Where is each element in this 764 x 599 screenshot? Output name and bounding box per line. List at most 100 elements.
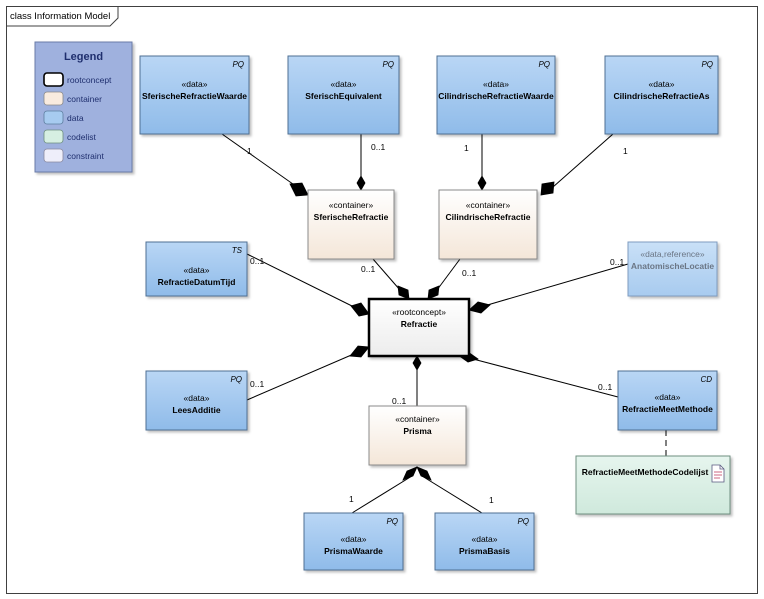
diamond-root-rdt [350, 302, 370, 317]
node-sferische-refractie-waarde[interactable]: PQ «data» SferischeRefractieWaarde [139, 55, 250, 135]
diamond-root-sr [397, 285, 410, 300]
node-anatomische-locatie[interactable]: «data,reference» AnatomischeLocatie [627, 241, 718, 297]
connectors [221, 133, 667, 514]
diamond-cr-cra [540, 181, 555, 196]
node-prisma-waarde[interactable]: PQ «data» PrismaWaarde [303, 512, 404, 571]
multiplicity-labels: 1 0..1 1 1 0..1 0..1 0..1 0..1 0..1 0..1… [247, 142, 628, 505]
edge-sr-root[interactable] [372, 258, 401, 291]
node-prisma[interactable]: «container» Prisma [368, 405, 467, 466]
mult-se: 0..1 [371, 142, 385, 152]
node-cilindrische-refractie-as[interactable]: PQ «data» CilindrischeRefractieAs [604, 55, 719, 135]
node-name: RefractieDatumTijd [158, 277, 236, 287]
node-name: CilindrischeRefractieAs [614, 91, 710, 101]
diamond-sr-se [356, 175, 366, 191]
legend-swatch-data [43, 110, 64, 125]
diamond-root-al [468, 301, 491, 314]
node-name: RefractieMeetMethode [622, 404, 713, 414]
node-stereotype: «data» [182, 79, 208, 89]
frame-title: class Information Model [10, 11, 110, 22]
legend-label-codelist: codelist [67, 132, 96, 142]
node-name: SferischEquivalent [305, 91, 382, 101]
node-name: CilindrischeRefractieWaarde [438, 91, 554, 101]
node-stereotype: «data» [649, 79, 675, 89]
legend-swatch-container [43, 91, 64, 106]
node-name: AnatomischeLocatie [631, 261, 714, 271]
edge-rmm-root[interactable] [472, 358, 619, 398]
node-refractie-meet-methode[interactable]: CD «data» RefractieMeetMethode [617, 370, 718, 431]
edge-pb-prisma[interactable] [421, 475, 483, 514]
mult-pb: 1 [489, 495, 494, 505]
diamond-prisma-pw [402, 466, 418, 481]
node-name: RefractieMeetMethodeCodelijst [582, 467, 709, 477]
legend-label-rootconcept: rootconcept [67, 75, 112, 85]
legend: Legend rootconcept container data codeli… [34, 41, 133, 173]
node-stereotype: «data» [483, 79, 509, 89]
node-tag: PQ [701, 60, 713, 69]
edge-cr-root[interactable] [436, 258, 461, 291]
mult-cra: 1 [623, 146, 628, 156]
node-sferische-refractie[interactable]: «container» SferischeRefractie [307, 189, 395, 260]
legend-title: Legend [64, 51, 103, 63]
node-stereotype: «data» [331, 79, 357, 89]
edge-al-root[interactable] [483, 263, 629, 307]
node-cilindrische-refractie[interactable]: «container» CilindrischeRefractie [438, 189, 538, 260]
mult-la: 0..1 [250, 379, 264, 389]
diamond-root-la [349, 345, 370, 358]
node-prisma-basis[interactable]: PQ «data» PrismaBasis [434, 512, 535, 571]
diamond-cr-crw [477, 175, 487, 191]
legend-swatch-codelist [43, 129, 64, 144]
mult-srw: 1 [247, 146, 252, 156]
legend-swatch-rootconcept [43, 72, 64, 87]
edge-srw-sr[interactable] [221, 133, 301, 190]
node-stereotype: «data,reference» [640, 249, 705, 259]
node-name: SferischeRefractie [314, 212, 389, 222]
mult-cr-root: 0..1 [462, 268, 476, 278]
node-name: SferischeRefractieWaarde [142, 91, 247, 101]
diagram-frame [6, 6, 758, 594]
node-stereotype: «data» [184, 265, 210, 275]
diamond-root-prisma [412, 355, 422, 371]
node-tag: PQ [386, 517, 398, 526]
node-tag: TS [232, 246, 243, 255]
node-stereotype: «data» [341, 534, 367, 544]
node-stereotype: «data» [655, 392, 681, 402]
node-stereotype: «data» [184, 393, 210, 403]
node-name: CilindrischeRefractie [445, 212, 530, 222]
node-name: LeesAdditie [172, 405, 220, 415]
node-name: Prisma [403, 426, 432, 436]
edge-rdt-root[interactable] [246, 253, 355, 308]
mult-rmm: 0..1 [598, 382, 612, 392]
node-cilindrische-refractie-waarde[interactable]: PQ «data» CilindrischeRefractieWaarde [436, 55, 556, 135]
node-stereotype: «container» [329, 200, 374, 210]
node-tag: PQ [230, 375, 242, 384]
mult-sr-root: 0..1 [361, 264, 375, 274]
node-name: PrismaWaarde [324, 546, 383, 556]
document-icon [711, 464, 725, 483]
node-sferisch-equivalent[interactable]: PQ «data» SferischEquivalent [287, 55, 400, 135]
mult-crw: 1 [464, 143, 469, 153]
node-stereotype: «container» [466, 200, 511, 210]
node-refractie[interactable]: «rootconcept» Refractie [367, 297, 471, 358]
node-refractie-datum-tijd[interactable]: TS «data» RefractieDatumTijd [145, 241, 248, 297]
node-refractie-meet-methode-codelijst[interactable]: RefractieMeetMethodeCodelijst [575, 455, 731, 515]
diamond-sr-srw [289, 182, 309, 197]
frame-title-tab [6, 6, 119, 27]
mult-al: 0..1 [610, 257, 624, 267]
legend-label-data: data [67, 113, 84, 123]
diamond-prisma-pb [416, 466, 432, 481]
node-stereotype: «container» [395, 414, 440, 424]
legend-label-constraint: constraint [67, 151, 104, 161]
edge-la-root[interactable] [246, 352, 357, 401]
node-name: Refractie [401, 319, 438, 329]
node-tag: PQ [517, 517, 529, 526]
mult-pw: 1 [349, 494, 354, 504]
node-stereotype: «rootconcept» [392, 307, 446, 317]
node-lees-additie[interactable]: PQ «data» LeesAdditie [145, 370, 248, 431]
edge-cra-cr[interactable] [552, 133, 614, 188]
node-tag: PQ [232, 60, 244, 69]
legend-swatch-constraint [43, 148, 64, 163]
legend-label-container: container [67, 94, 102, 104]
node-tag: CD [700, 375, 712, 384]
diamond-root-cr [427, 285, 440, 300]
edge-pw-prisma[interactable] [351, 475, 413, 514]
